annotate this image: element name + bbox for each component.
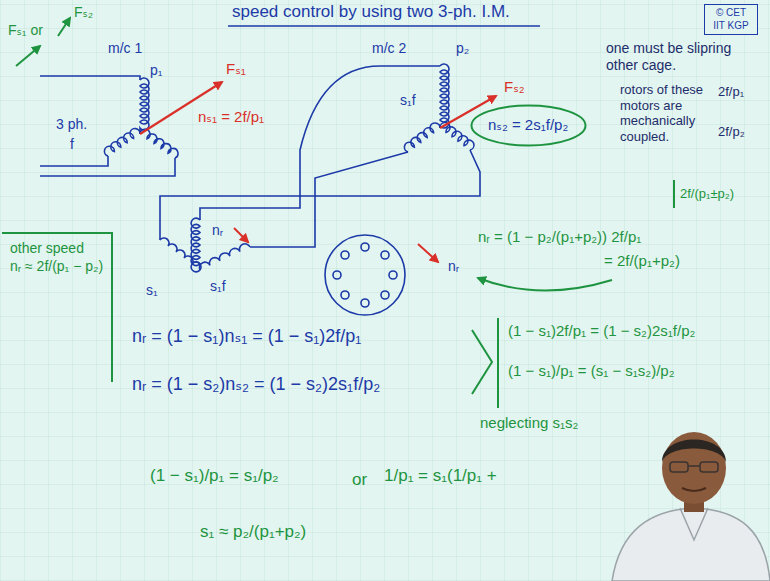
handwritten-text: nᵣ = (1 − p₂/(p₁+p₂)) 2f/p₁ (478, 228, 641, 246)
handwritten-text: 1/p₁ = s₁(1/p₁ + (384, 466, 497, 486)
handwritten-text: one must be slipring other cage. (606, 40, 764, 74)
handwritten-text: rotors of these motors are mechanically … (620, 82, 714, 144)
handwritten-text: or (352, 470, 367, 490)
ellipse-shape (472, 106, 586, 146)
handwritten-text: nᵣ (212, 222, 223, 239)
handwritten-text: m/c 1 (108, 40, 142, 57)
handwritten-text: Fₛ₁ or (8, 22, 43, 39)
handwritten-text: nₛ₁ = 2f/p₁ (198, 108, 264, 126)
handwritten-text: (1 − s₁)/p₁ = s₁/p₂ (150, 466, 279, 486)
handwritten-text: 3 ph. (56, 116, 87, 133)
handwritten-text: Fₛ₂ (74, 4, 93, 21)
handwritten-text: Fₛ₁ (226, 60, 246, 78)
handwritten-text: Fₛ₂ (504, 78, 525, 96)
node-heading: other speed (10, 240, 103, 258)
handwritten-text: (1 − s₁)/p₁ = (s₁ − s₁s₂)/p₂ (508, 362, 675, 380)
handwritten-text: nᵣ = (1 − s₁)nₛ₁ = (1 − s₁)2f/p₁ (132, 326, 361, 348)
board-title: speed control by using two 3-ph. I.M. (232, 2, 510, 22)
circled-equation: nₛ₂ = 2s₁f/p₂ (470, 104, 586, 147)
handwritten-text: f (70, 136, 74, 153)
handwritten-text: s₁ (146, 282, 158, 299)
handwritten-text: s₁f (210, 278, 226, 295)
node-text: nᵣ ≈ 2f/(p₁ − p₂) (10, 258, 103, 276)
handwritten-text: m/c 2 (372, 40, 406, 57)
handwritten-text: = 2f/(p₁+p₂) (604, 252, 680, 270)
logo-box: © CET IIT KGP (704, 4, 758, 35)
node-heading: nₛ₂ = 2s₁f/p₂ (488, 116, 568, 135)
handwritten-text: neglecting s₁s₂ (480, 414, 578, 432)
node-heading: © CET IIT KGP (709, 7, 753, 32)
handwritten-text: nᵣ = (1 − s₂)nₛ₂ = (1 − s₂)2s₁f/p₂ (132, 374, 380, 396)
handwritten-text: (1 − s₁)2f/p₁ = (1 − s₂)2s₁f/p₂ (508, 322, 695, 340)
handwritten-text: 2f/(p₁±p₂) (680, 186, 734, 202)
handwritten-text: 2f/p₂ (718, 124, 745, 140)
handwritten-text: p₂ (456, 40, 469, 57)
handwritten-text: p₁ (150, 62, 163, 79)
handwritten-text: s₁f (400, 92, 416, 109)
handwritten-text: nᵣ (448, 258, 459, 275)
handwritten-text: s₁ ≈ p₂/(p₁+p₂) (200, 522, 306, 542)
boxed-note: other speednᵣ ≈ 2f/(p₁ − p₂) (2, 232, 113, 382)
handwritten-text: 2f/p₁ (718, 84, 744, 100)
